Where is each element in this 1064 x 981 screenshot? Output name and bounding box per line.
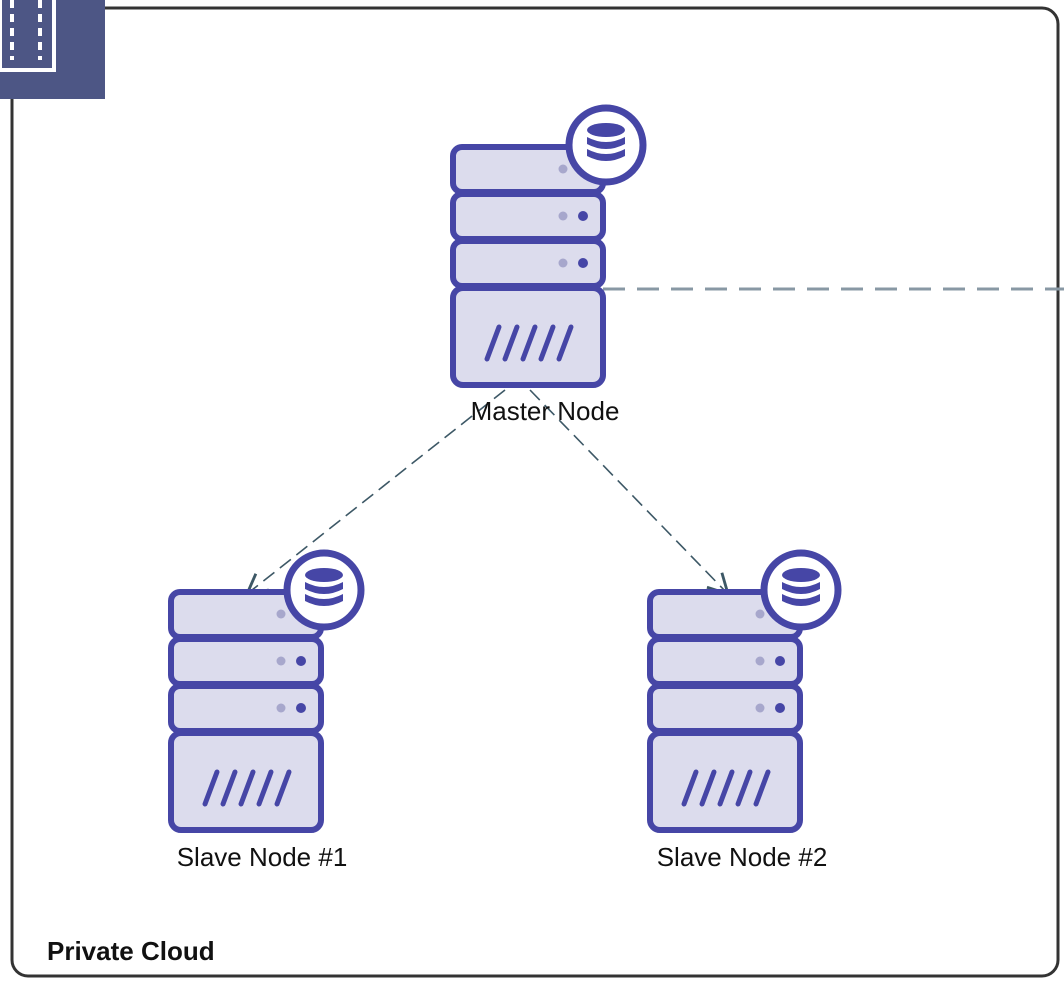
slave-node-2[interactable]: Slave Node #2 (650, 553, 838, 872)
server-icon (650, 592, 800, 830)
server-icon (171, 592, 321, 830)
building-icon (0, 0, 105, 99)
slave-node-2-label: Slave Node #2 (657, 842, 828, 872)
master-node[interactable]: Master Node (453, 108, 643, 426)
server-icon (453, 147, 603, 385)
group-label: Private Cloud (47, 936, 215, 966)
edge-master-to-slave-2 (529, 389, 731, 597)
private-cloud-group-border (10, 6, 1060, 978)
edge-master-to-slave-1 (244, 389, 506, 596)
database-icon (569, 108, 643, 182)
slave-node-1[interactable]: Slave Node #1 (171, 553, 361, 872)
database-icon (287, 553, 361, 627)
slave-node-1-label: Slave Node #1 (177, 842, 348, 872)
master-node-label: Master Node (471, 396, 620, 426)
database-icon (764, 553, 838, 627)
